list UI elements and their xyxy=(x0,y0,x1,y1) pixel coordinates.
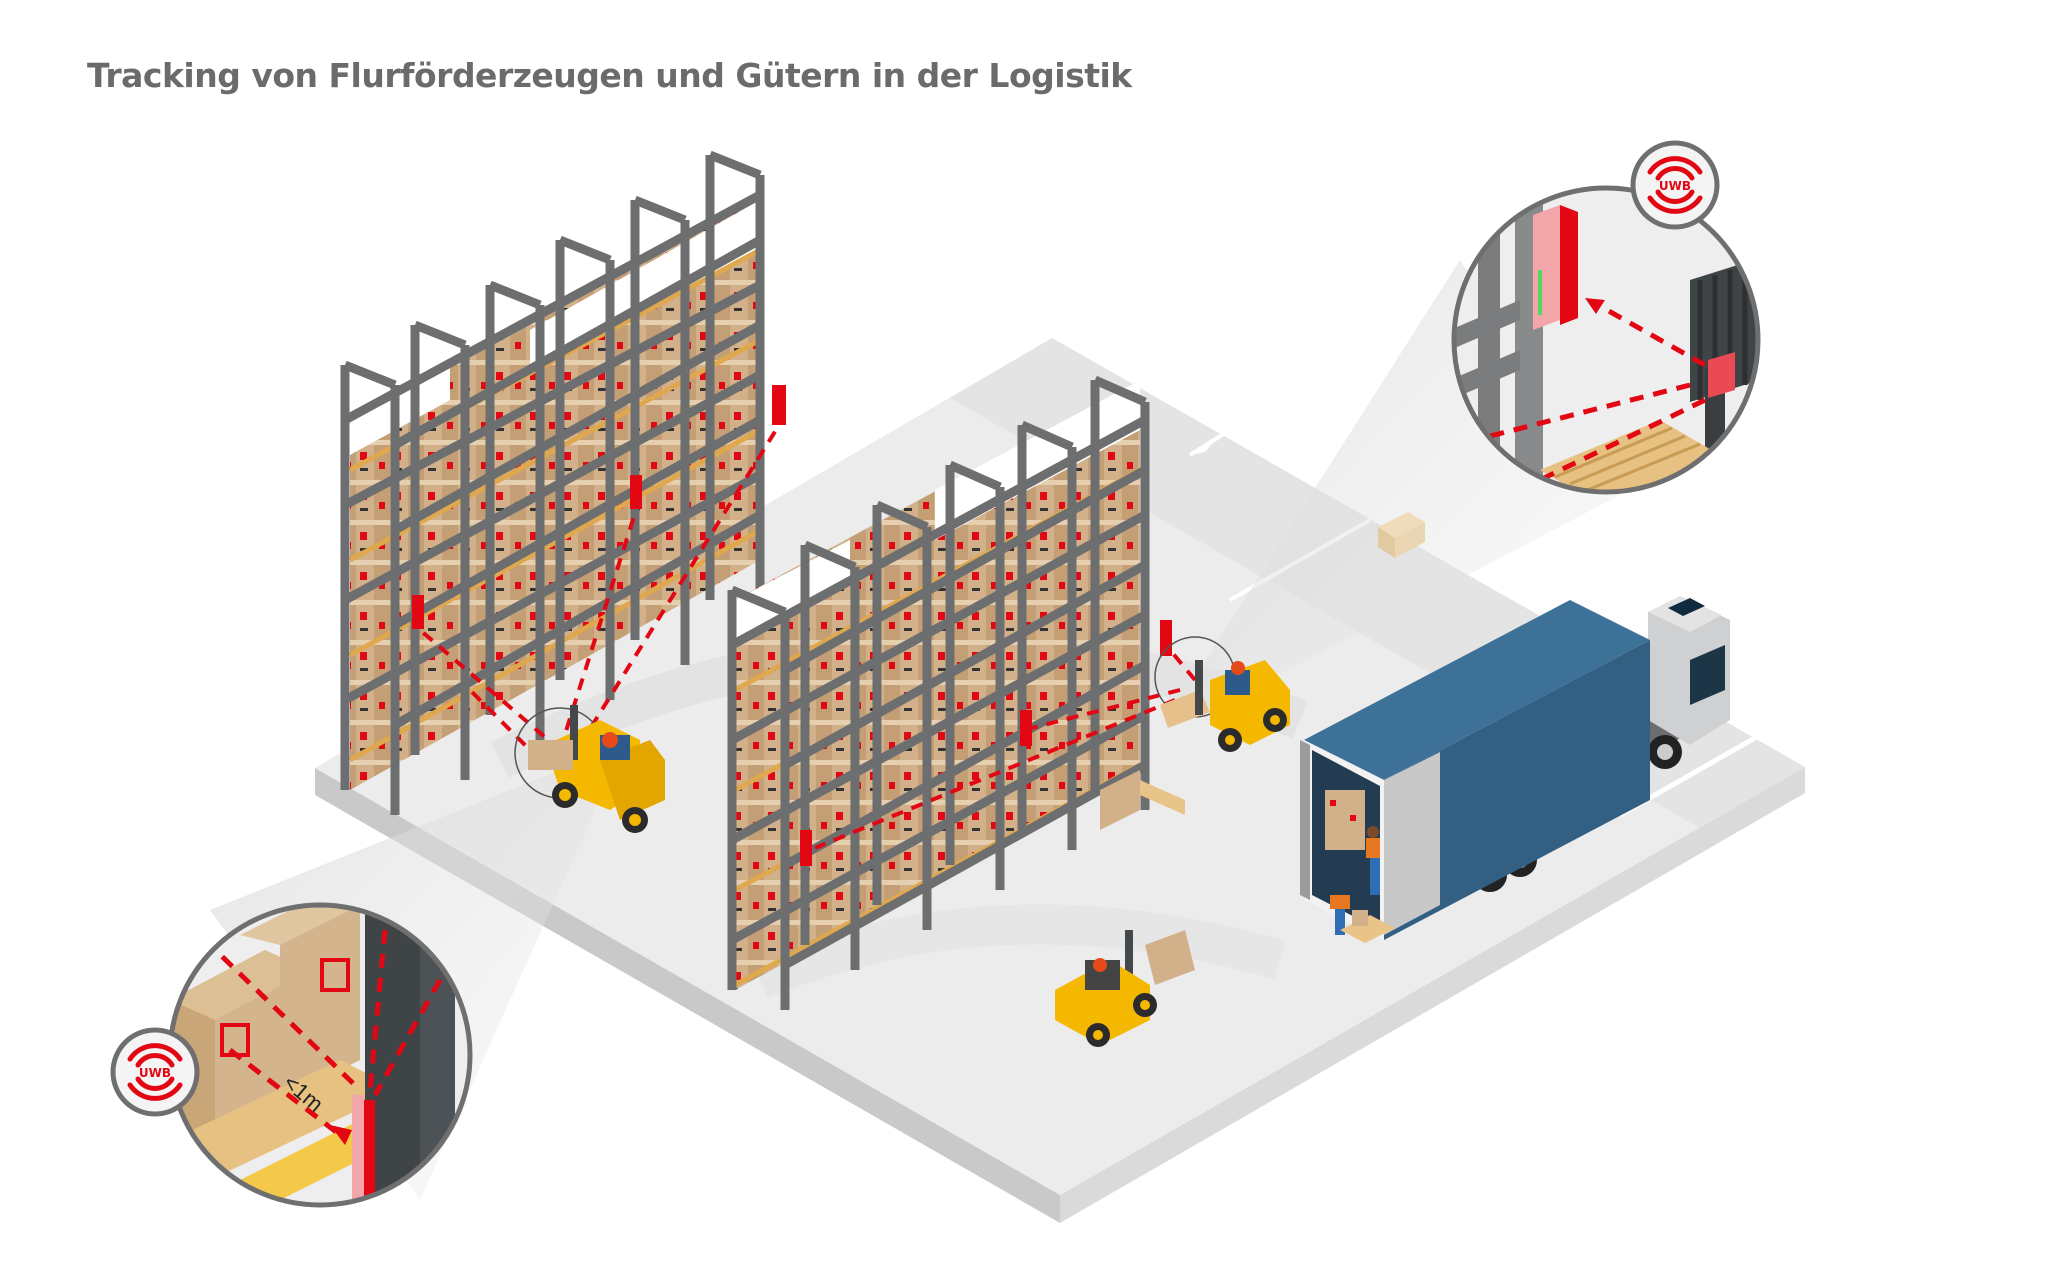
uwb-anchor xyxy=(1020,710,1032,746)
uwb-badge-label: UWB xyxy=(139,1066,171,1080)
workers xyxy=(1330,826,1395,943)
page-title: Tracking von Flurförderzeugen und Gütern… xyxy=(87,56,1132,95)
pallet-stack xyxy=(1100,512,1425,830)
uwb-badge-bottom-left: UWB xyxy=(110,1027,200,1117)
forklift-left xyxy=(514,705,665,833)
uwb-anchor xyxy=(800,830,812,866)
signal-lines-left xyxy=(418,428,778,762)
forklift-bottom xyxy=(1055,930,1195,1047)
rfid-tag-icon xyxy=(320,958,350,992)
uwb-signal-icon xyxy=(127,1043,183,1101)
zoom-detail-top-right xyxy=(1451,185,1761,495)
uwb-anchor-icon xyxy=(1533,205,1560,330)
uwb-anchor xyxy=(630,475,642,509)
uwb-anchor xyxy=(1160,620,1172,656)
uwb-anchor xyxy=(772,385,786,425)
rack-back xyxy=(340,150,786,815)
uwb-anchor xyxy=(412,595,424,629)
forklift-right xyxy=(1154,636,1290,752)
uwb-badge-label: UWB xyxy=(1659,179,1691,193)
uwb-badge-top-right: UWB xyxy=(1630,140,1720,230)
truck xyxy=(1300,596,1730,940)
signal-lines-right xyxy=(814,648,1197,850)
uwb-signal-icon xyxy=(1647,156,1703,214)
